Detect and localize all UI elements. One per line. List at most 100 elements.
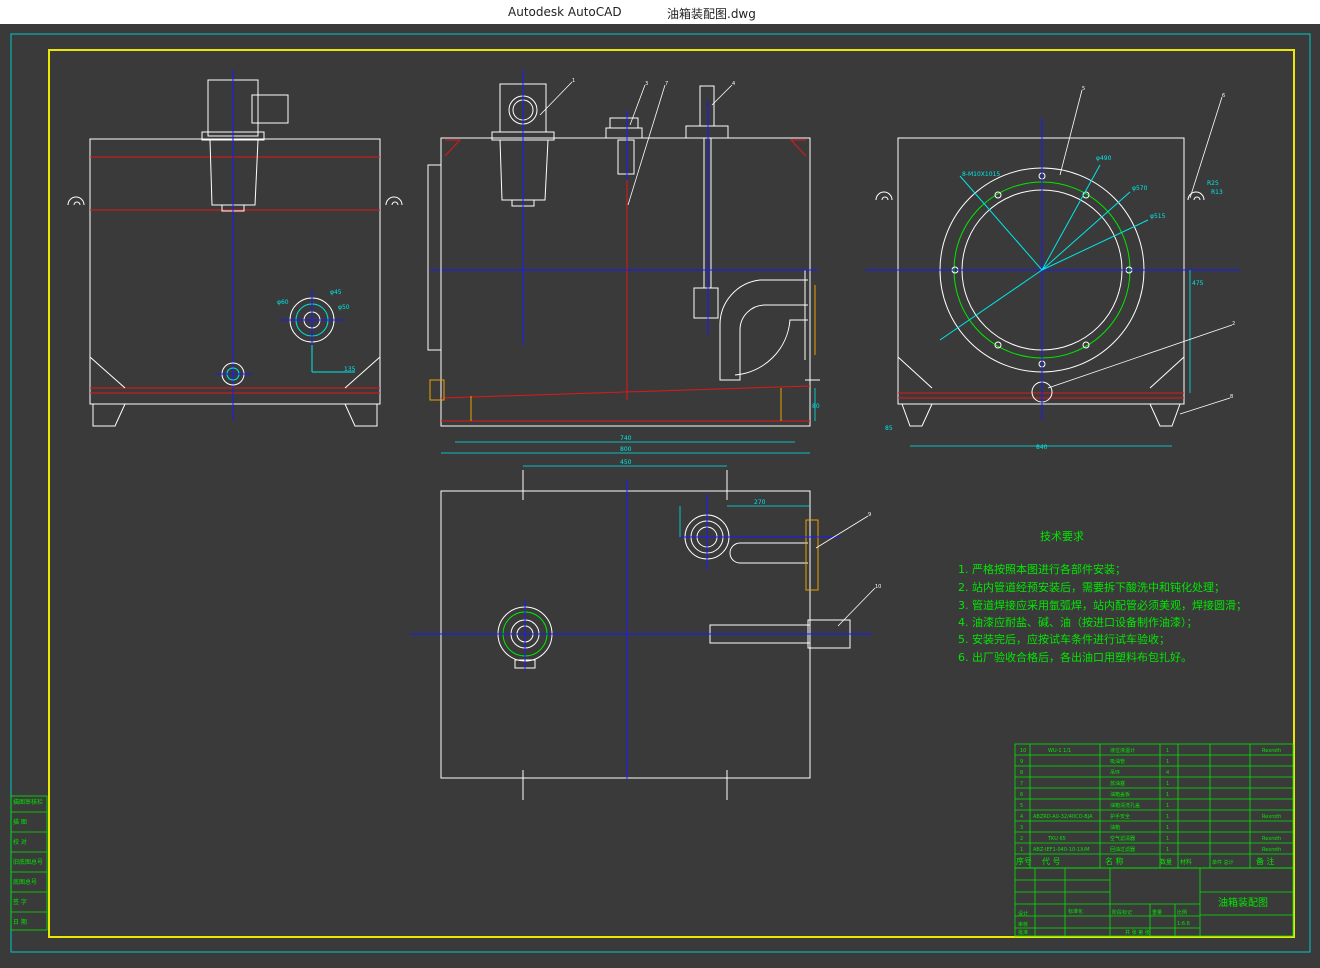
dim-bolt-note: 8-M10X1015 (962, 171, 1000, 178)
drawing-border (48, 49, 1295, 938)
balloon-2: 2 (1232, 321, 1235, 327)
dim-270: 270 (754, 499, 766, 506)
svg-text:油箱清洗孔盖: 油箱清洗孔盖 (1110, 802, 1140, 809)
dim-800: 800 (620, 446, 632, 453)
svg-text:1:6.6: 1:6.6 (1177, 921, 1190, 927)
svg-text:旧底图总号: 旧底图总号 (13, 858, 43, 866)
svg-text:重量: 重量 (1152, 909, 1162, 916)
tech-req-item: 4. 油漆应耐盐、碱、油（按进口设备制作油漆）； (958, 615, 1198, 629)
svg-text:油箱: 油箱 (1110, 824, 1120, 831)
svg-text:标准化: 标准化 (1068, 908, 1083, 915)
svg-text:1: 1 (1166, 759, 1169, 765)
dim-475: 475 (1192, 280, 1204, 287)
svg-text:1: 1 (1166, 792, 1169, 798)
svg-text:8: 8 (1020, 770, 1023, 776)
svg-text:代 号: 代 号 (1042, 856, 1061, 866)
svg-text:6: 6 (1020, 792, 1023, 798)
balloon-1: 1 (572, 78, 575, 84)
svg-text:比例: 比例 (1177, 909, 1187, 916)
svg-text:序号: 序号 (1016, 856, 1032, 866)
svg-text:Rexroth: Rexroth (1262, 836, 1281, 842)
svg-text:吸油管: 吸油管 (1110, 758, 1125, 765)
balloon-8: 8 (1230, 394, 1233, 400)
svg-text:描图审核栏: 描图审核栏 (13, 798, 43, 806)
svg-text:签 字: 签 字 (13, 898, 27, 906)
svg-text:材料: 材料 (1180, 858, 1192, 866)
tech-req-title: 技术要求 (1040, 530, 1084, 543)
balloons: 1 2 3 4 5 6 7 8 9 10 (572, 78, 1235, 590)
svg-text:液位液温计: 液位液温计 (1110, 747, 1135, 754)
svg-text:9: 9 (1020, 759, 1023, 765)
svg-text:校 对: 校 对 (13, 838, 27, 846)
balloon-7: 7 (665, 81, 668, 87)
front-view (67, 70, 403, 427)
section-dimensions (441, 388, 816, 467)
svg-text:Rexroth: Rexroth (1262, 814, 1281, 820)
drawing-svg[interactable]: 135 φ60 φ45 φ50 (0, 24, 1320, 964)
parts-header: 序号 代 号 名 称 数量 材料 单件 总计 备 注 (1016, 856, 1275, 866)
svg-text:1: 1 (1020, 847, 1023, 853)
file-title: 油箱装配图.dwg (667, 7, 756, 21)
dim-450: 450 (620, 459, 632, 466)
dim-phi515: φ515 (1150, 213, 1166, 220)
sheet-frame (10, 33, 1311, 953)
svg-text:底图总号: 底图总号 (13, 878, 37, 886)
svg-text:7: 7 (1020, 781, 1023, 787)
right-dimensions (910, 270, 1191, 447)
svg-text:审核: 审核 (1018, 921, 1028, 928)
dim-phi570: φ570 (1132, 185, 1148, 192)
table-row: 6 油箱盖板 1 (1020, 791, 1169, 798)
title-block: 油箱装配图 设计 标准化 审核 批准 阶段标记 重量 比例 1:6.6 共 张 … (1018, 896, 1268, 936)
dim-phi50: φ50 (338, 304, 350, 311)
svg-text:名 称: 名 称 (1105, 856, 1124, 866)
svg-text:3: 3 (1020, 825, 1023, 831)
table-row: 9 吸油管 1 (1020, 758, 1169, 765)
svg-text:1: 1 (1166, 836, 1169, 842)
balloon-9: 9 (868, 512, 871, 518)
svg-text:ABZRD-A0-32/40CO-BJA: ABZRD-A0-32/40CO-BJA (1033, 814, 1093, 820)
svg-text:Rexroth: Rexroth (1262, 847, 1281, 853)
svg-text:吊环: 吊环 (1110, 770, 1120, 776)
svg-text:放油塞: 放油塞 (1110, 780, 1125, 787)
balloon-6: 6 (1222, 93, 1225, 99)
parts-list-grid (1014, 743, 1294, 937)
svg-text:2: 2 (1020, 836, 1023, 842)
svg-text:1: 1 (1166, 748, 1169, 754)
svg-text:日 期: 日 期 (13, 918, 27, 926)
svg-text:油箱装配图: 油箱装配图 (1218, 896, 1268, 909)
svg-text:备 注: 备 注 (1256, 856, 1275, 866)
balloon-5: 5 (1082, 86, 1085, 92)
right-view (865, 118, 1240, 427)
title-bar: Autodesk AutoCAD 油箱装配图.dwg (0, 0, 1320, 24)
dim-840: 840 (1036, 444, 1048, 451)
balloon-4: 4 (732, 81, 735, 87)
dim-r25: R25 (1207, 180, 1219, 187)
dim-85: 85 (885, 425, 893, 432)
left-stamp-labels: 描图审核栏 描 图 校 对 旧底图总号 底图总号 签 字 日 期 (13, 798, 43, 926)
svg-text:单件 总计: 单件 总计 (1212, 859, 1234, 866)
svg-text:1: 1 (1166, 803, 1169, 809)
balloon-leaders (539, 81, 1233, 627)
dim-135: 135 (344, 366, 356, 373)
tech-req-item: 1. 严格按照本图进行各部件安装； (958, 562, 1126, 576)
svg-text:描 图: 描 图 (13, 818, 27, 826)
svg-text:TKU 65: TKU 65 (1047, 836, 1066, 842)
tech-req-item: 3. 管道焊接应采用氩弧焊，站内配管必须美观，焊接圆滑； (958, 598, 1247, 612)
svg-text:油箱盖板: 油箱盖板 (1110, 791, 1130, 798)
dim-r13: R13 (1211, 189, 1223, 196)
app-title: Autodesk AutoCAD (508, 5, 622, 19)
balloon-10: 10 (875, 584, 881, 590)
drawing-canvas[interactable]: 135 φ60 φ45 φ50 (0, 24, 1320, 964)
svg-text:阶段标记: 阶段标记 (1112, 909, 1132, 916)
dim-phi60: φ60 (277, 299, 289, 306)
svg-text:1: 1 (1166, 814, 1169, 820)
svg-text:WU-1 1/1: WU-1 1/1 (1048, 748, 1071, 754)
dim-phi490: φ490 (1096, 155, 1112, 162)
